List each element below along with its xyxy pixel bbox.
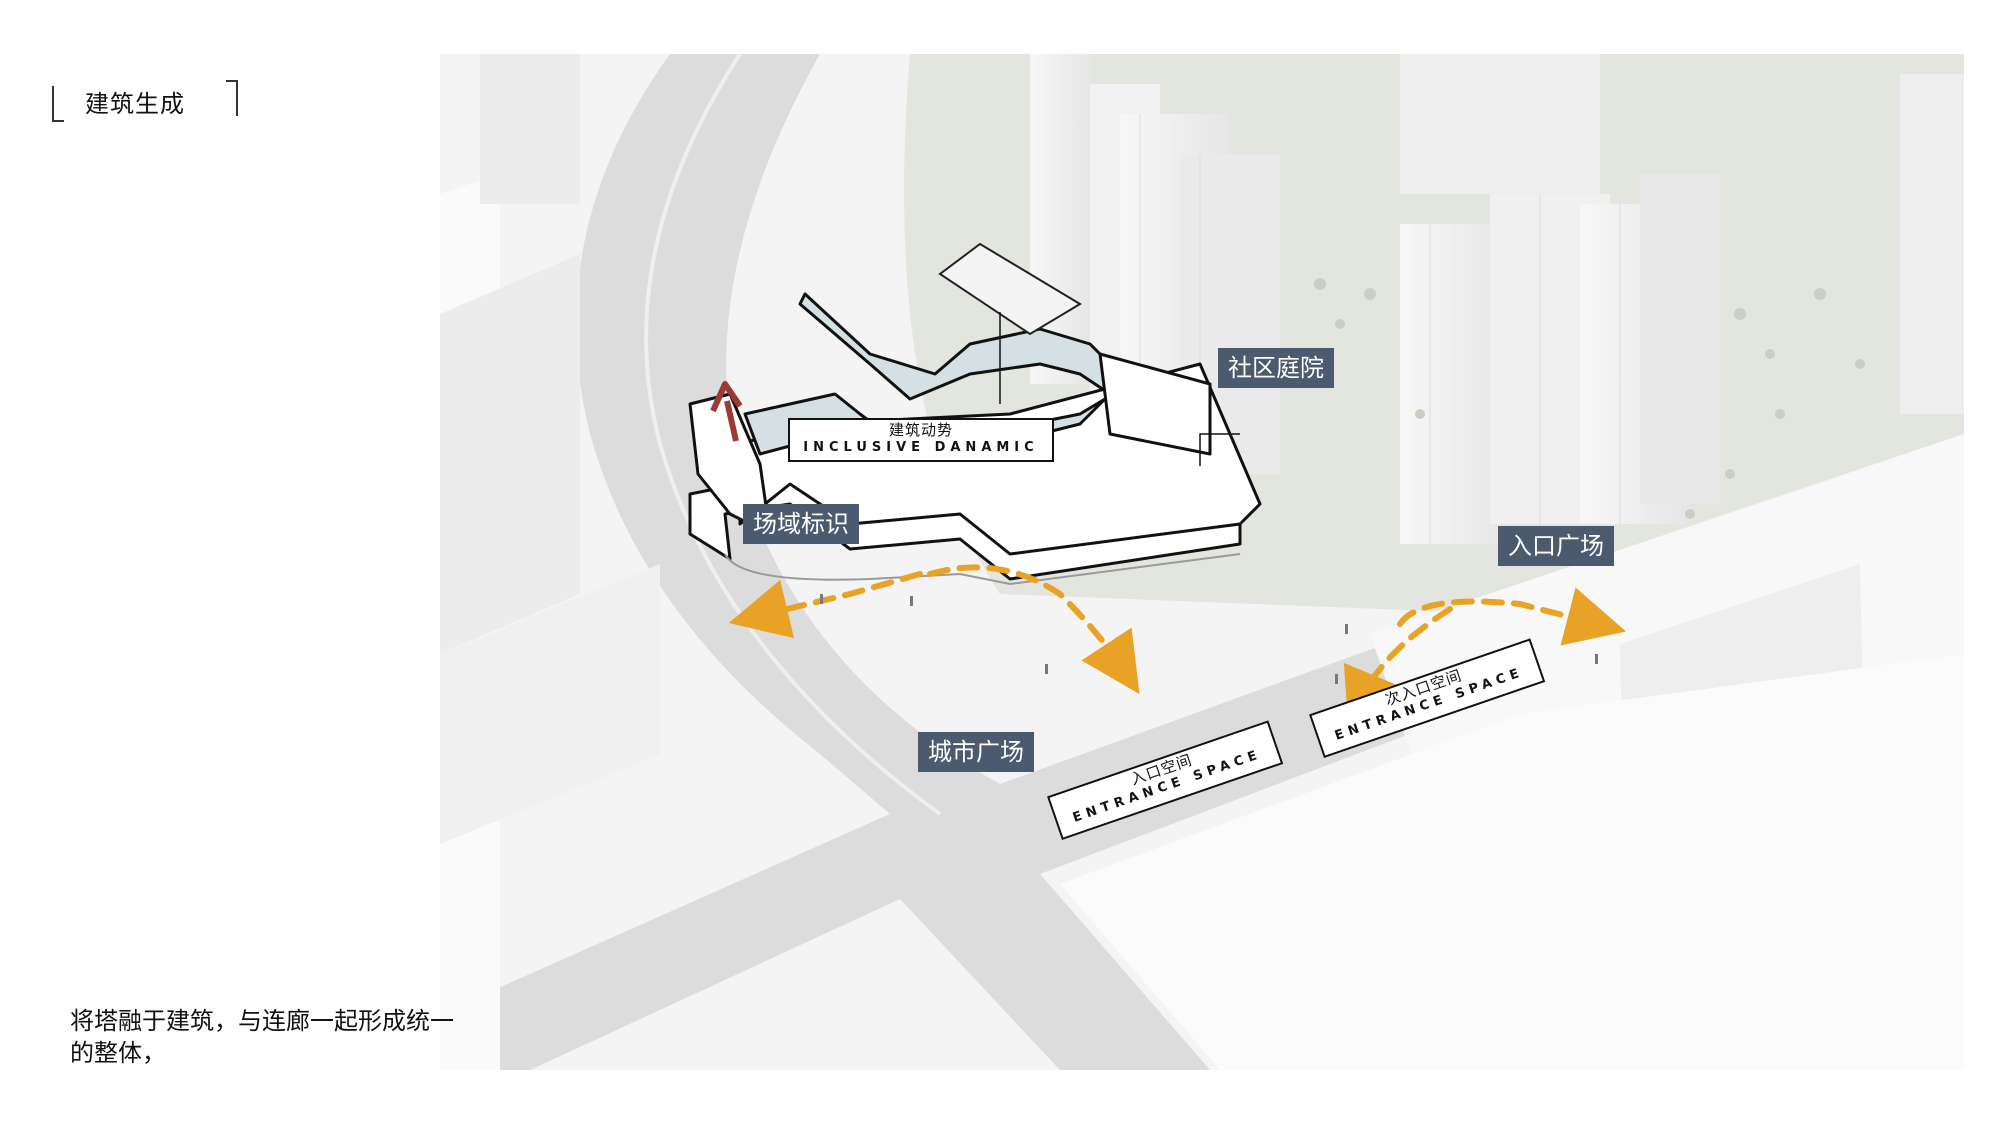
- east-wing: [1098, 352, 1212, 456]
- label-inclusive-dynamic-cn: 建筑动势: [888, 421, 953, 439]
- tag-community-courtyard: 社区庭院: [1218, 348, 1334, 388]
- tag-site-landmark: 场域标识: [743, 504, 859, 544]
- caption-text: 将塔融于建筑，与连廊一起形成统一的整体，: [70, 1007, 454, 1067]
- title-bracket-right: [226, 80, 238, 116]
- title-bracket-left: [52, 86, 64, 122]
- dynamic-arrow: [710, 381, 743, 442]
- section-title: 建筑生成: [52, 80, 238, 122]
- people: [820, 594, 1598, 684]
- block-left-low: [440, 564, 660, 844]
- tag-entrance-plaza: 入口广场: [1498, 526, 1614, 566]
- trees: [1314, 278, 1865, 519]
- architecture-diagram: 社区庭院 场域标识 入口广场 城市广场 建筑动势 INCLUSIVE DANAM…: [440, 52, 1964, 1070]
- circulation-arrows: [728, 564, 1627, 730]
- west-annex: [938, 242, 1082, 336]
- label-inclusive-dynamic: 建筑动势 INCLUSIVE DANAMIC: [788, 418, 1054, 462]
- tag-city-plaza: 城市广场: [918, 732, 1034, 772]
- site-axonometric: [440, 52, 1964, 1070]
- block-left-top: [480, 54, 580, 204]
- road-marking: [644, 52, 942, 816]
- leader-entrance-plaza: [1199, 433, 1240, 466]
- block-top-right: [1400, 54, 1600, 194]
- block-left-mid: [440, 254, 580, 654]
- block-bottom: [1060, 654, 1964, 1070]
- label-inclusive-dynamic-en: INCLUSIVE DANAMIC: [803, 440, 1039, 455]
- tower-far-right: [1900, 74, 1964, 414]
- section-title-text: 建筑生成: [85, 90, 185, 118]
- podium-edge: [724, 553, 1241, 586]
